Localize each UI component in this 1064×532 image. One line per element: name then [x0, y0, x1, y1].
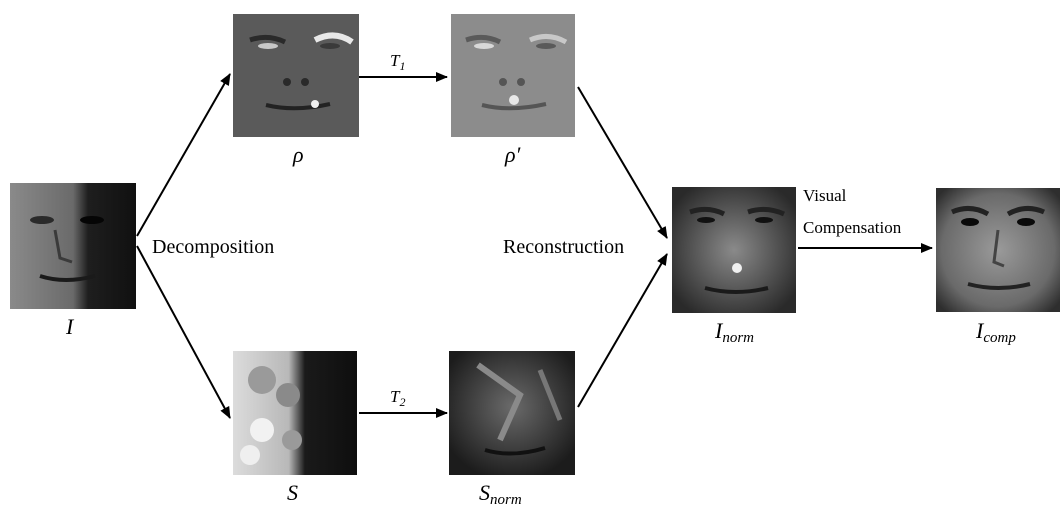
label-decomposition: Decomposition — [152, 236, 275, 258]
label-compensation: Compensation — [803, 218, 902, 237]
label-T1: T1 — [390, 51, 406, 73]
label-I: I — [66, 314, 74, 339]
face-image-rho — [233, 14, 359, 137]
label-reconstruction: Reconstruction — [503, 236, 625, 258]
label-rho: ρ — [293, 142, 304, 167]
label-visual: Visual — [803, 186, 847, 205]
arrow-decomposition-down — [136, 245, 231, 419]
face-image-I — [10, 183, 136, 309]
arrow-decomposition-up — [136, 73, 231, 237]
face-image-I-norm — [672, 187, 796, 313]
label-S: S — [287, 480, 298, 505]
arrow-reconstruction-bottom — [577, 253, 668, 408]
face-image-S — [233, 351, 357, 475]
label-rho-prime: ρ′ — [505, 142, 521, 167]
label-S-norm: Snorm — [479, 480, 522, 508]
face-image-rho-prime — [451, 14, 575, 137]
face-image-I-comp — [936, 188, 1060, 312]
label-T2: T2 — [390, 387, 406, 409]
label-I-comp: Icomp — [976, 318, 1016, 346]
face-image-S-norm — [449, 351, 575, 475]
label-I-norm: Inorm — [715, 318, 754, 346]
arrow-reconstruction-top — [577, 86, 668, 239]
